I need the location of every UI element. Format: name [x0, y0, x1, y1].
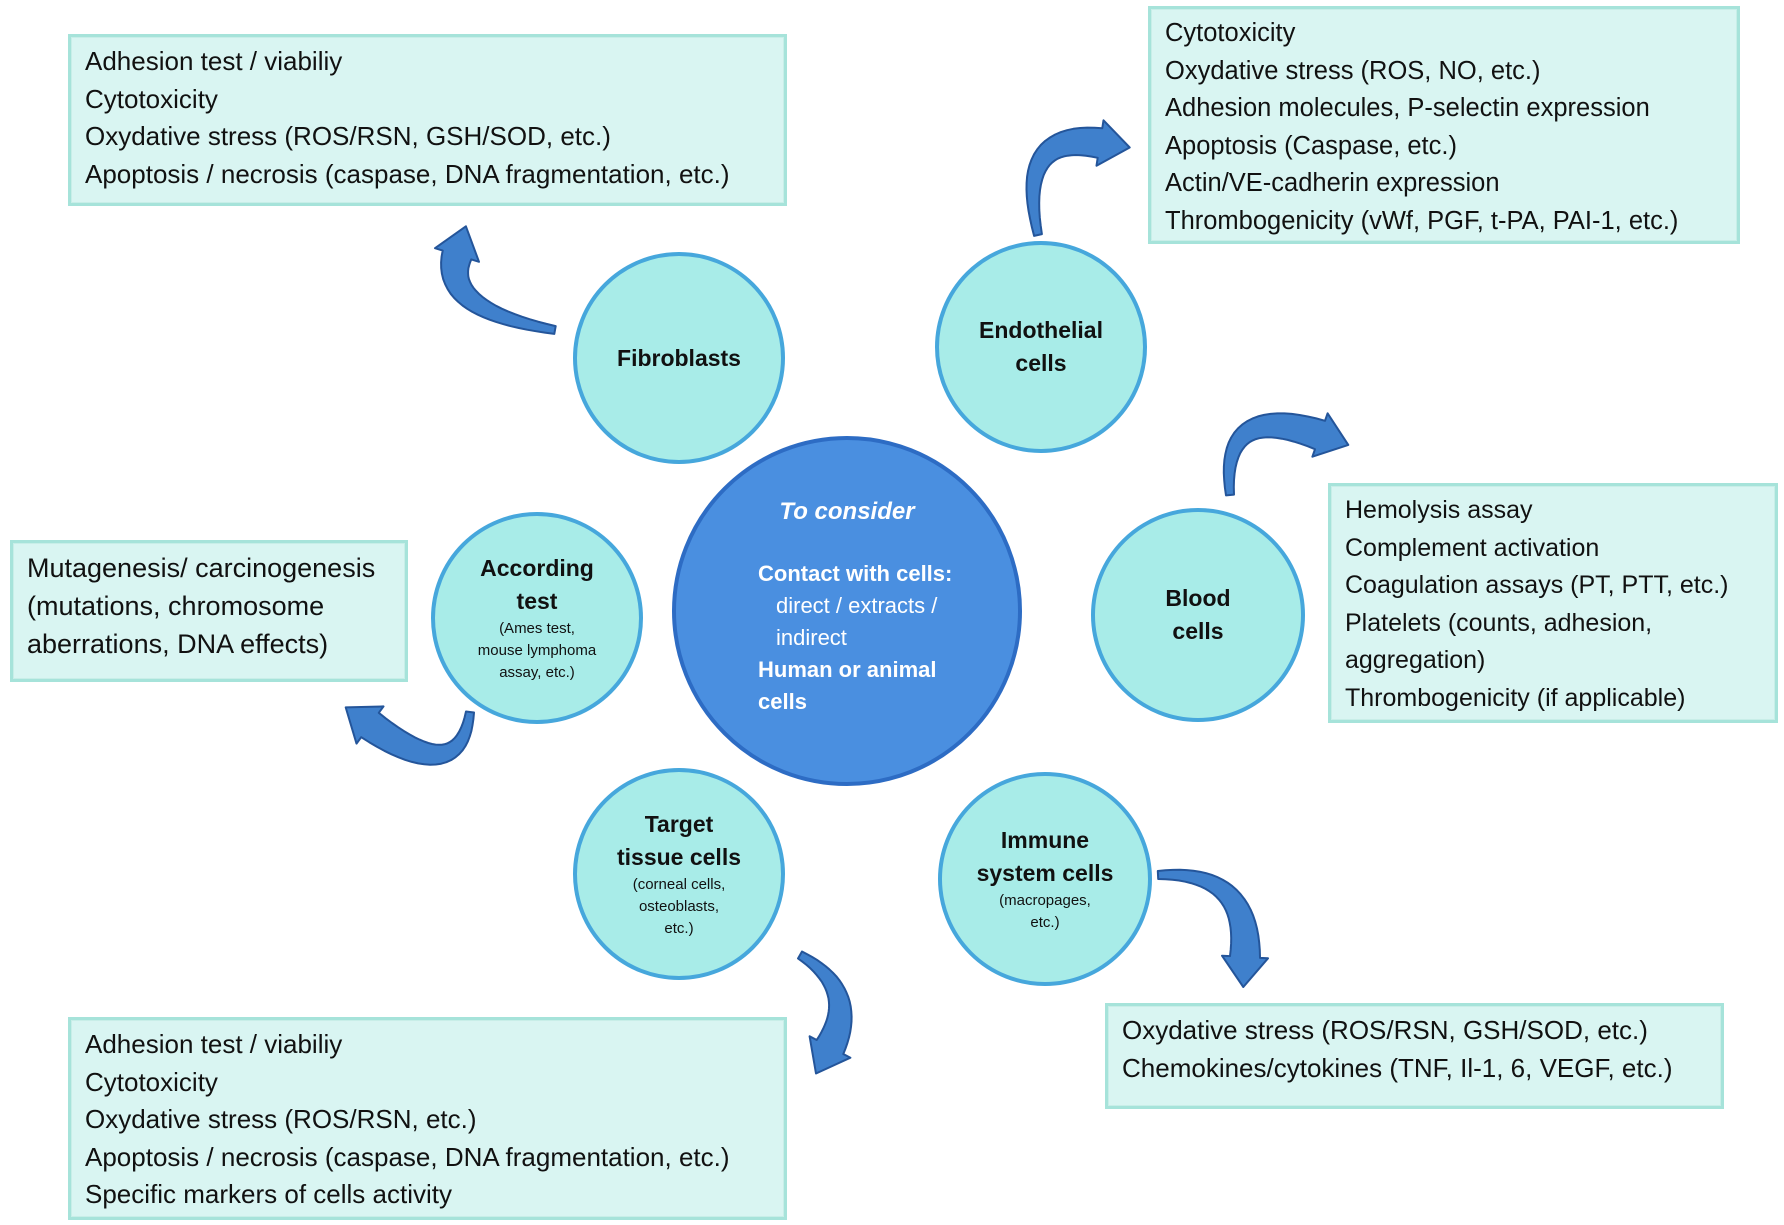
node-title: tissue cells — [616, 844, 742, 870]
box-fibroblasts: Adhesion test / viabiliy Cytotoxicity Ox… — [68, 34, 787, 206]
box-line: Mutagenesis/ carcinogenesis — [27, 553, 376, 583]
box-immune: Oxydative stress (ROS/RSN, GSH/SOD, etc.… — [1105, 1003, 1724, 1109]
center-origin: cells — [758, 689, 807, 714]
node-subtitle: osteoblasts, — [638, 898, 720, 915]
box-endothelial: Cytotoxicity Oxydative stress (ROS, NO, … — [1148, 6, 1740, 244]
box-line: Apoptosis / necrosis (caspase, DNA fragm… — [85, 1141, 730, 1172]
box-line: Adhesion test / viabiliy — [85, 46, 343, 76]
box-line: Cytotoxicity — [85, 83, 218, 114]
center-contact-types: indirect — [776, 625, 847, 650]
center-to-consider: To consider Contact with cells: direct /… — [672, 436, 1022, 786]
node-title: cells — [1172, 618, 1224, 644]
box-line: Platelets (counts, adhesion, — [1345, 608, 1653, 637]
box-line: Oxydative stress (ROS/RSN, GSH/SOD, etc.… — [85, 121, 611, 151]
box-line: Coagulation assays (PT, PTT, etc.) — [1345, 571, 1729, 599]
node-endothelial-cells: Endothelial cells — [935, 241, 1147, 453]
node-title: Immune — [1000, 827, 1090, 853]
node-subtitle: (Ames test, — [499, 620, 575, 637]
node-according-test: According test (Ames test, mouse lymphom… — [431, 512, 643, 724]
center-contact-label: Contact with cells: — [758, 561, 953, 586]
node-subtitle: etc.) — [664, 920, 694, 937]
node-subtitle: mouse lymphoma — [477, 642, 597, 659]
box-line: Oxydative stress (ROS/RSN, GSH/SOD, etc.… — [1122, 1015, 1648, 1045]
node-title: system cells — [976, 860, 1114, 886]
center-heading: To consider — [779, 498, 915, 525]
arrow-according-icon — [344, 705, 475, 766]
center-contact-types: direct / extracts / — [776, 593, 938, 618]
center-origin: Human or animal — [758, 657, 937, 682]
box-mutagenesis: Mutagenesis/ carcinogenesis (mutations, … — [10, 540, 408, 682]
box-line: Oxydative stress (ROS/RSN, etc.) — [85, 1104, 477, 1134]
box-line: Adhesion test / viabiliy — [85, 1029, 343, 1059]
box-line: Oxydative stress (ROS, NO, etc.) — [1165, 56, 1541, 85]
node-title: According — [480, 555, 594, 581]
box-line: Specific markers of cells activity — [85, 1179, 452, 1209]
box-line: Actin/VE-cadherin expression — [1165, 169, 1500, 197]
box-line: Cytotoxicity — [1165, 19, 1296, 47]
box-line: Chemokines/cytokines (TNF, Il-1, 6, VEGF… — [1122, 1052, 1673, 1083]
arrow-fibroblasts-icon — [434, 225, 557, 335]
box-line: Thrombogenicity (if applicable) — [1345, 683, 1686, 712]
node-title: test — [516, 588, 558, 614]
box-line: (mutations, chromosome — [27, 591, 325, 621]
node-fibroblasts: Fibroblasts — [573, 252, 785, 464]
box-line: aggregation) — [1345, 646, 1486, 674]
node-subtitle: etc.) — [1030, 914, 1060, 931]
node-subtitle: (corneal cells, — [632, 876, 726, 893]
box-line: Apoptosis / necrosis (caspase, DNA fragm… — [85, 158, 730, 189]
node-title: Fibroblasts — [617, 344, 741, 371]
node-subtitle: (macropages, — [999, 892, 1091, 909]
node-title: Target — [644, 811, 714, 837]
node-subtitle: assay, etc.) — [499, 664, 575, 681]
box-line: Adhesion molecules, P-selectin expressio… — [1165, 94, 1650, 122]
arrow-blood-icon — [1222, 412, 1350, 497]
box-line: aberrations, DNA effects) — [27, 629, 329, 659]
node-title: Endothelial — [979, 317, 1103, 343]
box-line: Complement activation — [1345, 533, 1600, 562]
box-line: Cytotoxicity — [85, 1066, 218, 1097]
box-target: Adhesion test / viabiliy Cytotoxicity Ox… — [68, 1017, 787, 1220]
node-blood-cells: Blood cells — [1091, 508, 1305, 722]
node-title: Blood — [1165, 585, 1231, 611]
arrow-immune-icon — [1156, 868, 1269, 988]
node-title: cells — [1015, 350, 1067, 376]
box-blood: Hemolysis assay Complement activation Co… — [1328, 483, 1778, 723]
center-text-block: Contact with cells: direct / extracts / … — [758, 558, 952, 718]
node-target-tissue-cells: Target tissue cells (corneal cells, oste… — [573, 768, 785, 980]
box-line: Apoptosis (Caspase, etc.) — [1165, 131, 1457, 160]
arrow-target-icon — [797, 950, 853, 1075]
arrow-endothelial-icon — [1025, 119, 1131, 237]
box-line: Thrombogenicity (vWf, PGF, t-PA, PAI-1, … — [1165, 206, 1679, 235]
node-immune-system-cells: Immune system cells (macropages, etc.) — [938, 772, 1152, 986]
box-line: Hemolysis assay — [1345, 496, 1533, 524]
